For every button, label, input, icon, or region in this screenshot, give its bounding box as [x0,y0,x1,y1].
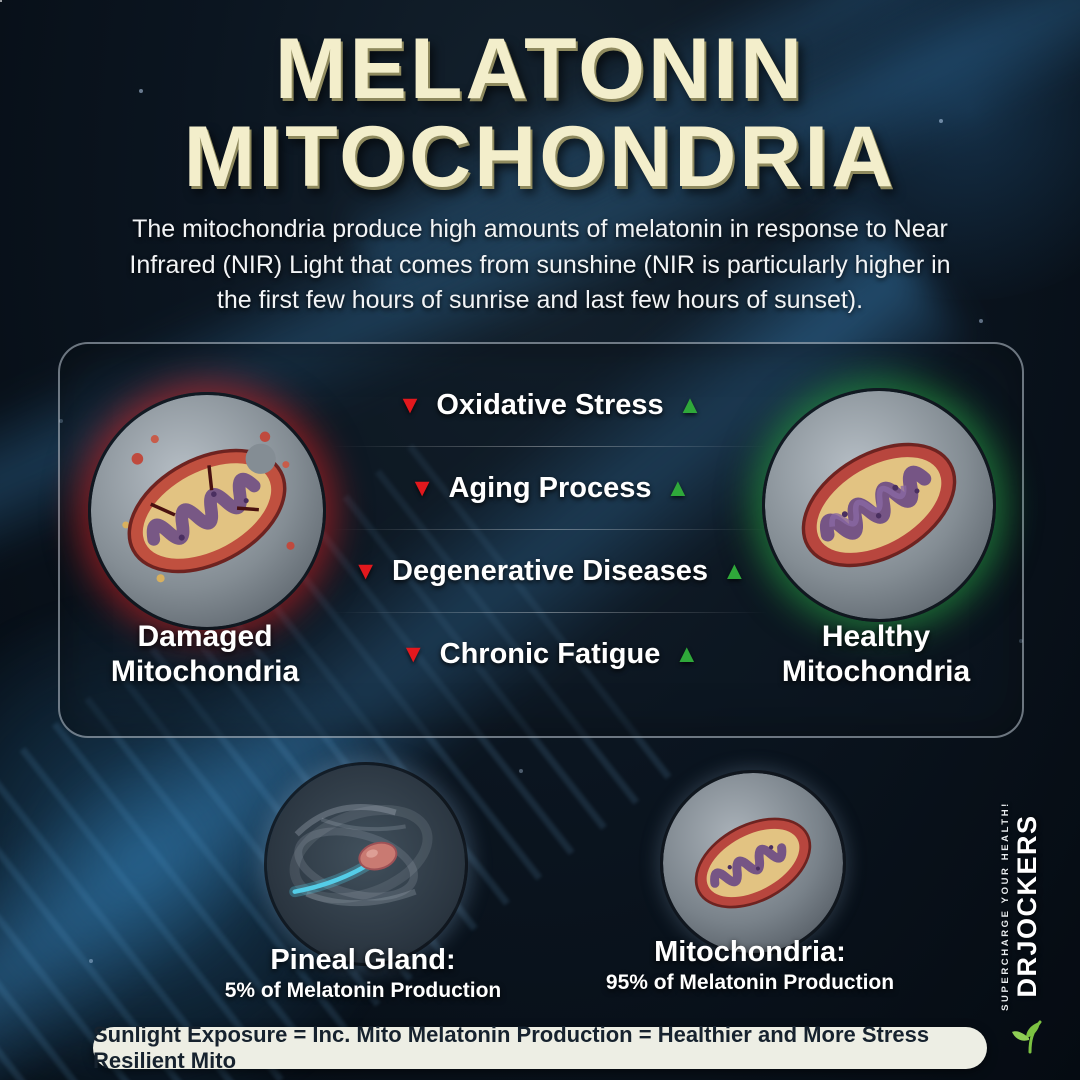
decrease-triangle-icon: ▼ [397,390,423,419]
footer-text: Sunlight Exposure = Inc. Mito Melatonin … [93,1022,930,1073]
comparison-row: ▼ Degenerative Diseases ▲ [322,538,778,604]
mitochondria-subtitle: 95% of Melatonin Production [605,971,895,995]
increase-triangle-icon: ▲ [674,639,700,668]
pineal-gland-illustration [267,765,465,963]
healthy-mitochondria-label: Healthy Mitochondria [726,620,1026,689]
particle-dots [0,0,2,2]
healthy-label-line-2: Mitochondria [781,654,971,688]
footer-summary-bar: Sunlight Exposure = Inc. Mito Melatonin … [93,1022,987,1073]
row-label: Aging Process [448,471,652,504]
pineal-gland-image [264,762,468,966]
healthy-label-line-1: Healthy [821,620,931,653]
mitochondria-illustration [663,773,843,953]
damaged-mitochondria-image [88,392,326,630]
row-label: Chronic Fatigue [439,637,661,670]
comparison-row: ▼ Oxidative Stress ▲ [322,372,778,438]
decrease-triangle-icon: ▼ [400,639,426,668]
decrease-triangle-icon: ▼ [353,556,378,585]
pineal-gland-label: Pineal Gland: 5% of Melatonin Production [143,944,583,1005]
brand-tagline: SUPERCHARGE YOUR HEALTH! [1000,801,1011,1011]
damaged-label-line-1: Damaged [137,620,273,653]
mitochondria-label: Mitochondria: 95% of Melatonin Productio… [530,936,970,997]
comparison-row: ▼ Chronic Fatigue ▲ [322,621,778,687]
pineal-title: Pineal Gland: [270,944,456,976]
increase-triangle-icon: ▲ [677,390,703,419]
damaged-label-line-2: Mitochondria [110,654,300,688]
row-label: Degenerative Diseases [392,554,708,587]
title-line-2: MITOCHONDRIA [183,108,897,205]
comparison-row: ▼ Aging Process ▲ [322,455,778,521]
row-label: Oxidative Stress [436,388,664,421]
title-line-1: MELATONIN [274,21,806,117]
row-divider [332,529,768,530]
mitochondria-image [660,770,846,956]
pineal-subtitle: 5% of Melatonin Production [224,979,502,1003]
mitochondria-title: Mitochondria: [654,936,846,968]
subtitle-text: The mitochondria produce high amounts of… [129,215,951,314]
decrease-triangle-icon: ▼ [409,473,435,502]
page-title: MELATONIN MITOCHONDRIA [0,21,1080,205]
row-divider [332,446,768,447]
increase-triangle-icon: ▲ [665,473,691,502]
comparison-rows: ▼ Oxidative Stress ▲ ▼ Aging Process ▲ ▼… [322,372,778,687]
increase-triangle-icon: ▲ [721,556,747,585]
damaged-mitochondria-label: Damaged Mitochondria [55,620,355,689]
row-divider [332,612,768,613]
healthy-mitochondria-illustration [765,391,993,619]
leaf-icon [1012,1020,1042,1054]
healthy-mitochondria-image [762,388,996,622]
damaged-mitochondria-illustration [91,395,323,627]
